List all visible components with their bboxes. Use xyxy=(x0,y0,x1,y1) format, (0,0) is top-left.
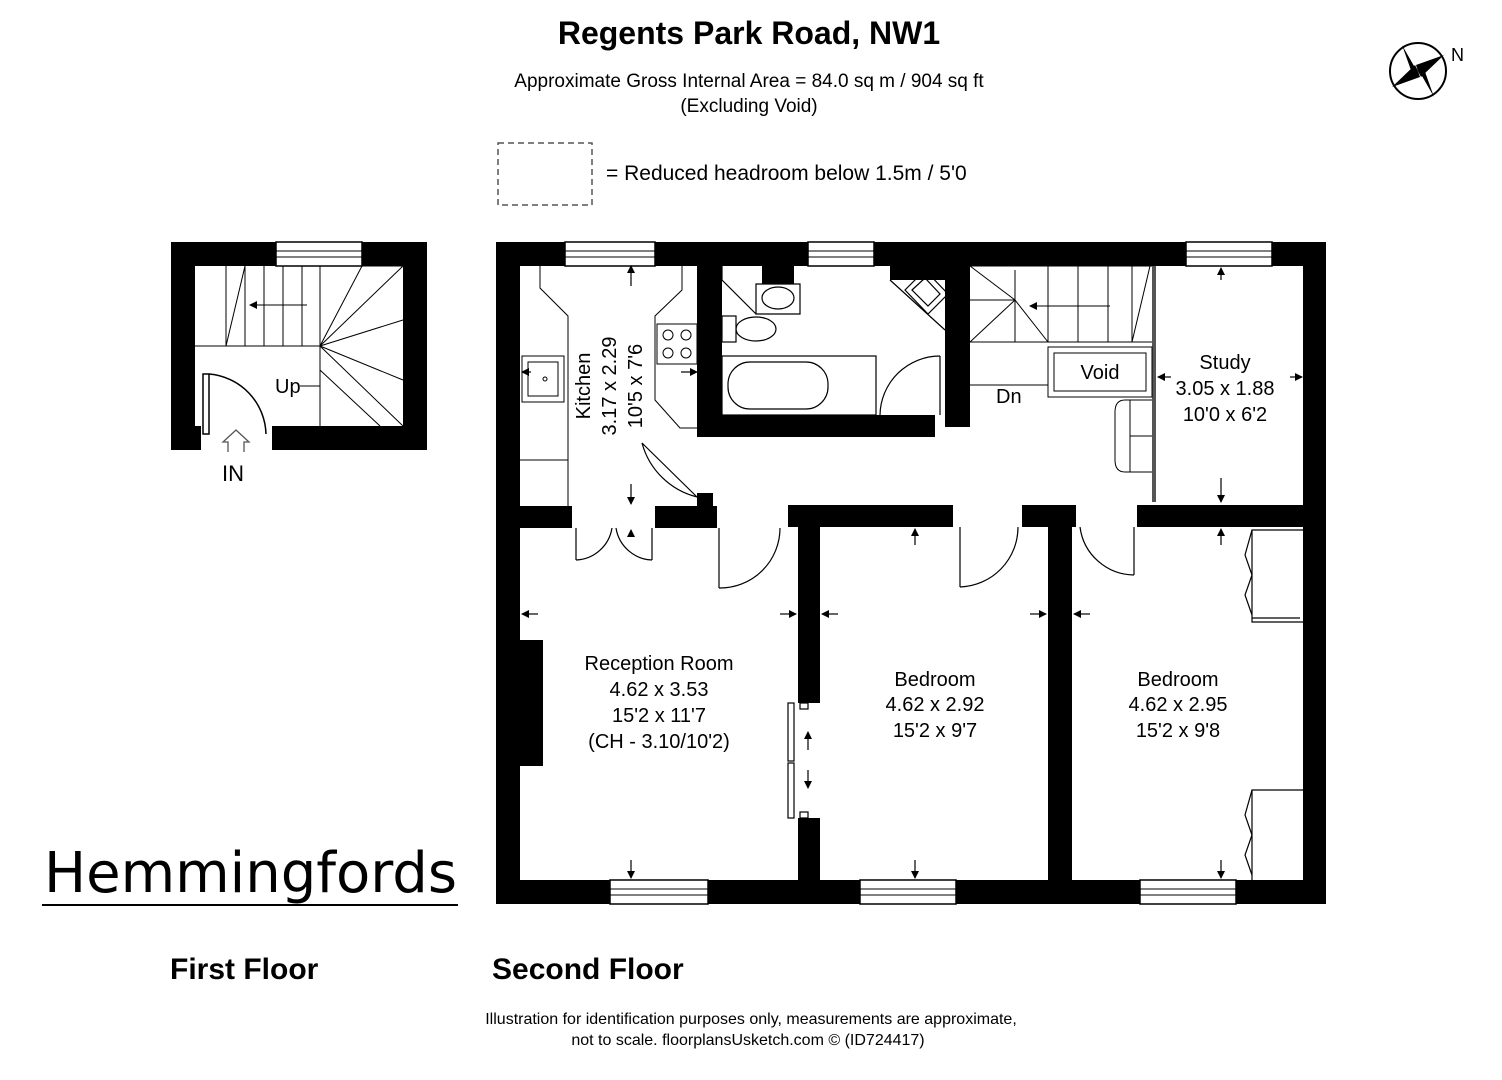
north-label: N xyxy=(1451,45,1464,65)
svg-text:Kitchen: Kitchen xyxy=(573,353,595,420)
bedroom1-imperial: 15'2 x 9'7 xyxy=(893,720,977,742)
first-floor-label: First Floor xyxy=(170,953,319,986)
kitchen-door-icon xyxy=(641,442,698,498)
study-imperial: 10'0 x 6'2 xyxy=(1183,404,1267,426)
svg-text:3.17 x 2.29: 3.17 x 2.29 xyxy=(599,337,621,436)
window-icon xyxy=(609,879,709,905)
window-icon xyxy=(564,241,656,267)
footer-disclaimer: Illustration for identification purposes… xyxy=(485,1011,1017,1028)
bedroom2-name: Bedroom xyxy=(1137,669,1218,691)
bedroom2-metric: 4.62 x 2.95 xyxy=(1129,694,1228,716)
window-icon xyxy=(1139,879,1237,905)
void-label: Void xyxy=(1081,362,1120,384)
reduced-headroom-swatch xyxy=(497,142,593,206)
doors xyxy=(575,442,1303,880)
bathtub-icon xyxy=(721,355,877,416)
window-icon xyxy=(807,241,875,267)
reception-metric: 4.62 x 3.53 xyxy=(610,679,709,701)
entrance-label: IN xyxy=(222,461,244,486)
study-metric: 3.05 x 1.88 xyxy=(1176,378,1275,400)
footer-credit: not to scale. floorplansUsketch.com © (I… xyxy=(571,1032,924,1049)
study-name: Study xyxy=(1199,352,1250,374)
second-floor-label: Second Floor xyxy=(492,953,684,986)
window-icon xyxy=(275,241,363,267)
bathroom-fittings xyxy=(721,266,949,416)
entrance-arrow-icon xyxy=(221,429,251,452)
kitchen-label: Kitchen 3.17 x 2.29 10'5 x 7'6 xyxy=(573,337,647,436)
reception-ceiling: (CH - 3.10/10'2) xyxy=(588,731,730,753)
reception-imperial: 15'2 x 11'7 xyxy=(612,705,706,727)
washbasin-icon xyxy=(755,283,801,315)
toilet-icon xyxy=(721,315,777,343)
void-box xyxy=(1047,346,1153,398)
svg-text:10'5 x 7'6: 10'5 x 7'6 xyxy=(625,344,647,428)
boiler-icon xyxy=(904,269,949,315)
dimension-arrows xyxy=(521,265,1303,879)
window-glazing-lines xyxy=(565,250,1272,896)
hob-icon xyxy=(656,323,698,365)
bedroom2-imperial: 15'2 x 9'8 xyxy=(1136,720,1220,742)
window-icon xyxy=(1185,241,1273,267)
gross-area: Approximate Gross Internal Area = 84.0 s… xyxy=(514,71,984,92)
window-icon xyxy=(859,879,957,905)
area-note: (Excluding Void) xyxy=(680,96,817,117)
stairs-up-label: Up xyxy=(275,376,301,398)
first-floor-plan: Up IN xyxy=(171,241,427,486)
compass-icon xyxy=(1389,42,1447,100)
staircase-icon xyxy=(969,265,1153,398)
sink-icon xyxy=(521,355,565,403)
stairs-down-label: Dn xyxy=(996,386,1022,408)
windows xyxy=(564,241,1273,905)
bedroom1-name: Bedroom xyxy=(894,669,975,691)
study-cupboard xyxy=(1114,399,1152,473)
reduced-headroom-label: = Reduced headroom below 1.5m / 5'0 xyxy=(606,162,967,185)
kitchen-fittings xyxy=(520,266,698,506)
staircase-icon xyxy=(195,265,404,427)
plan-title: Regents Park Road, NW1 xyxy=(558,15,940,51)
bedroom1-metric: 4.62 x 2.92 xyxy=(886,694,985,716)
reception-name: Reception Room xyxy=(585,653,734,675)
entrance-door-icon xyxy=(202,373,267,435)
brand-logo: Hemmingfords xyxy=(44,841,457,906)
